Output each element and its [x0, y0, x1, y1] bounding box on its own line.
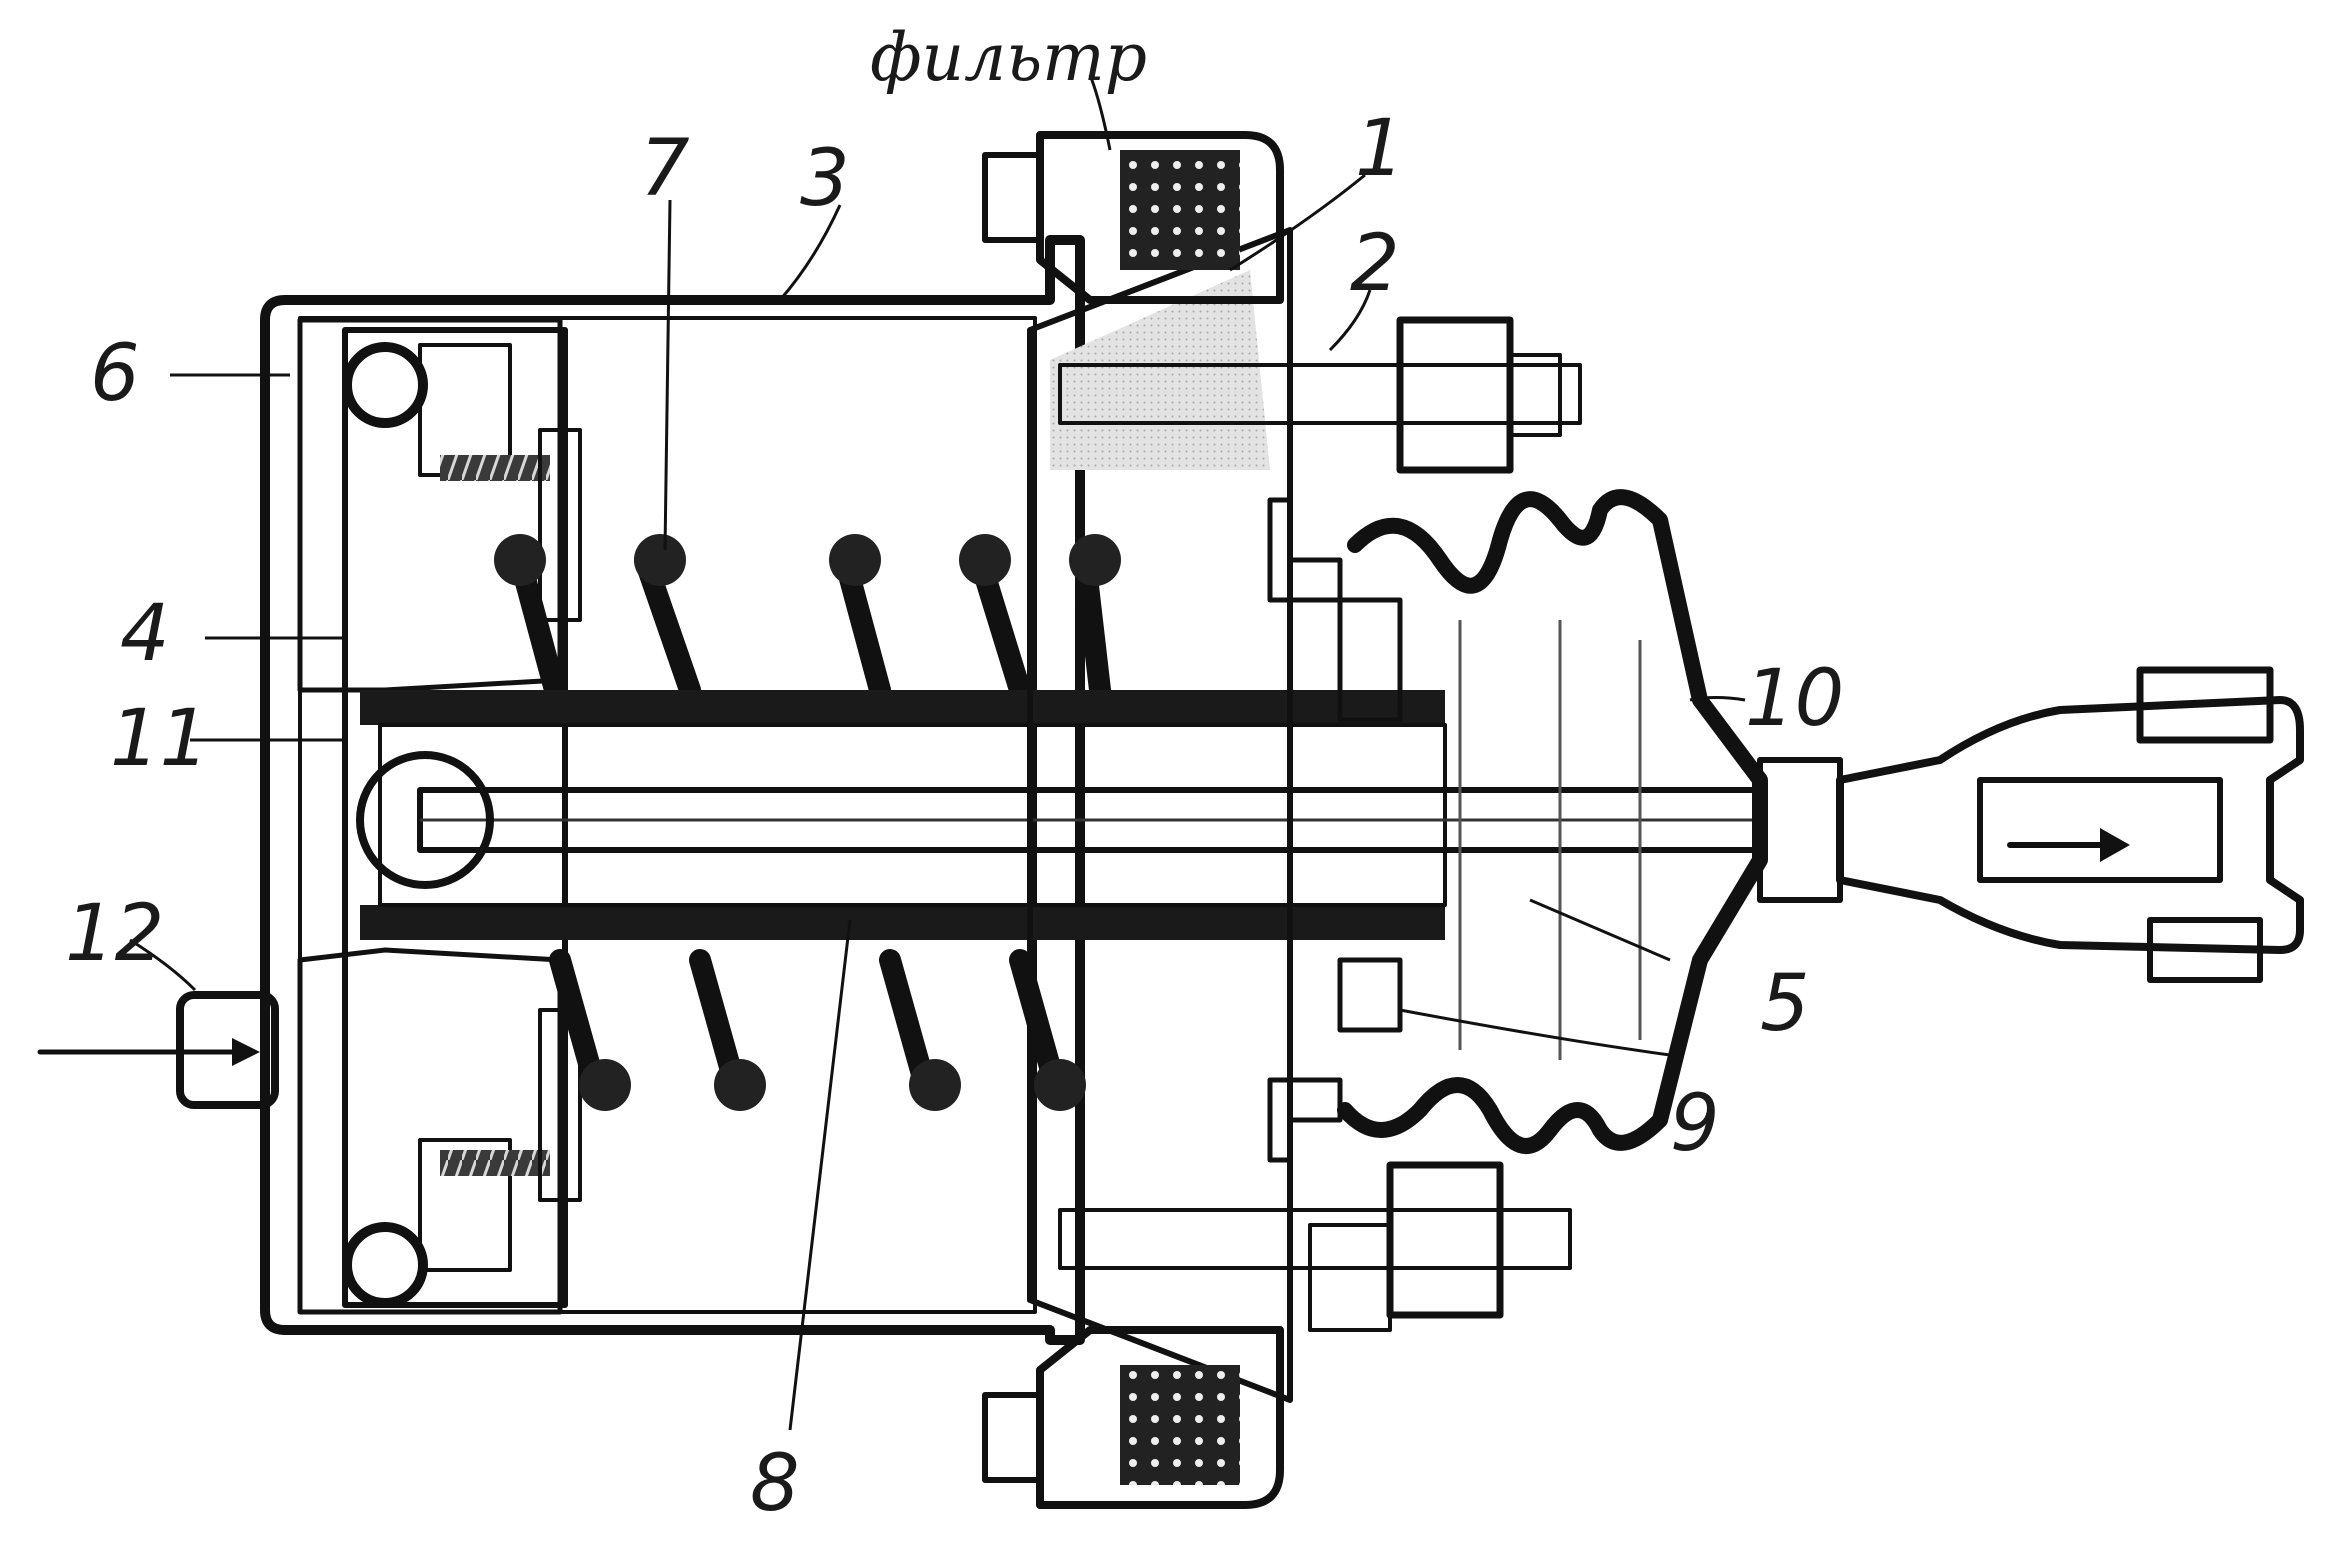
callout-filter: фильтр	[870, 19, 1147, 96]
return-spring	[494, 534, 1121, 1111]
seal-ring-bottom	[342, 1222, 428, 1308]
spring-coils-bottom	[549, 949, 1086, 1111]
leader-9	[1399, 1008, 1671, 1057]
output-arrow-icon	[2100, 828, 2130, 862]
piston-rod-assembly	[356, 690, 1763, 940]
filter-bottom	[982, 1326, 1284, 1509]
leader-filter	[1088, 74, 1112, 151]
ball-joint	[356, 751, 494, 889]
leader-5	[1529, 898, 1671, 962]
leader-1	[1229, 173, 1366, 272]
rod-bushing-top	[1337, 597, 1403, 723]
filter-bolt-bottom	[982, 1392, 1043, 1483]
rear-cover	[297, 317, 563, 1315]
rod-tube-upper-wall	[360, 690, 1445, 725]
callout-10: 10	[1745, 654, 1844, 744]
filter-top	[982, 131, 1284, 304]
callout-4: 4	[120, 589, 170, 679]
stud-nut-top	[1396, 316, 1514, 474]
rubber-boot	[1337, 489, 1768, 1154]
callout-12: 12	[65, 889, 164, 979]
spring-insert-bottom	[440, 1150, 550, 1176]
rod-bushing-bottom	[1337, 957, 1403, 1033]
stud-nut-bottom	[1386, 1161, 1504, 1319]
callout-labels: фильтр 1 2 3 4 5 6 7 8 9 10 11 12	[65, 19, 1844, 1529]
callout-3: 3	[800, 134, 850, 224]
callout-6: 6	[90, 329, 140, 419]
mounting-stud-bottom	[1058, 1161, 1572, 1332]
leader-lines	[129, 74, 1746, 1431]
clevis-fork	[1757, 666, 2304, 983]
mounting-stud-top	[1058, 316, 1582, 474]
clevis-pin-head	[2136, 666, 2274, 744]
inlet-arrow-icon	[232, 1038, 260, 1066]
leader-8	[788, 919, 852, 1431]
rod-tube-lower-wall	[360, 905, 1445, 940]
spring-insert-top	[440, 455, 550, 481]
spring-coils-top	[494, 534, 1121, 701]
callout-7: 7	[640, 124, 690, 214]
clevis-pin-nut	[2147, 917, 2263, 983]
seal-ring-top	[342, 342, 428, 428]
callout-5: 5	[1760, 959, 1810, 1049]
callout-9: 9	[1670, 1079, 1720, 1169]
callout-2: 2	[1350, 219, 1400, 309]
leader-10	[1689, 696, 1746, 702]
callout-11: 11	[110, 694, 209, 784]
filter-element-top	[1120, 150, 1240, 270]
filter-element-bottom	[1120, 1365, 1240, 1485]
leader-12	[129, 938, 197, 992]
leader-2	[1328, 289, 1372, 352]
leader-3	[778, 204, 842, 301]
leader-7	[663, 199, 672, 551]
air-inlet-port	[37, 991, 279, 1109]
callout-8: 8	[750, 1439, 800, 1529]
filter-bolt-top	[982, 152, 1043, 243]
callout-1: 1	[1355, 104, 1405, 194]
lock-nut	[1757, 757, 1843, 903]
piston	[342, 327, 582, 1308]
